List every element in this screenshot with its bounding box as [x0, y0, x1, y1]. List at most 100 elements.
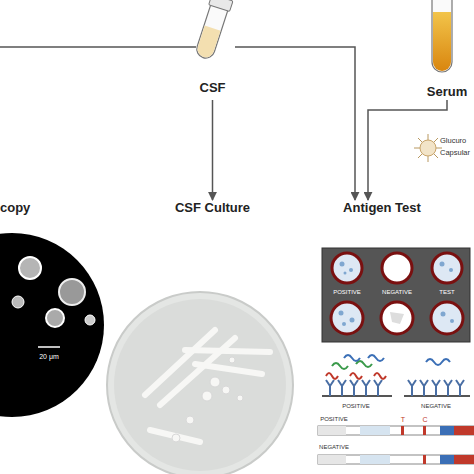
annotation-label: Glucuro — [440, 137, 466, 145]
streak — [185, 350, 270, 352]
petri-dish — [107, 292, 293, 474]
detection-antibody — [344, 355, 384, 361]
conjugate-pad — [360, 455, 390, 464]
lateral-flow-strips — [318, 426, 474, 464]
well — [331, 302, 363, 334]
spike — [418, 138, 438, 158]
control-line — [423, 455, 426, 464]
colony — [202, 391, 212, 401]
strip — [318, 426, 474, 435]
diagram-node: Antigen Test — [312, 200, 452, 474]
diagram-node: CSF — [190, 0, 235, 100]
colonies — [172, 357, 243, 442]
strip — [318, 455, 474, 464]
conjugate-pad — [360, 426, 390, 435]
annotation-label: POSITIVE — [333, 289, 361, 295]
well — [381, 302, 413, 334]
agglutination-card — [322, 248, 470, 342]
colony — [172, 434, 180, 442]
control-line — [423, 426, 426, 435]
node-title: CSF — [190, 80, 235, 95]
colony — [210, 377, 220, 387]
branch-line — [0, 46, 196, 48]
well — [332, 253, 362, 283]
colony-streaks — [145, 330, 270, 442]
colony — [237, 395, 243, 401]
well — [382, 253, 412, 283]
tube-glass — [194, 4, 227, 60]
node-title: copy — [0, 200, 110, 215]
absorbent-pad — [454, 426, 474, 435]
annotation-label: POSITIVE — [342, 403, 370, 409]
clump — [342, 322, 346, 326]
diagram-node: CSF Culture — [110, 200, 315, 474]
unbound-antibody — [426, 359, 450, 365]
capture-antibodies — [408, 380, 464, 396]
smooth-spot — [390, 312, 404, 324]
annotation-label: TEST — [439, 289, 454, 295]
clump — [440, 262, 445, 267]
serum-tube — [432, 0, 452, 72]
clump — [441, 312, 446, 317]
clump — [339, 311, 344, 316]
annotation-label: NEGATIVE — [421, 403, 451, 409]
clump — [340, 262, 345, 267]
annotation-label: Capsular — [440, 149, 470, 157]
test-line — [401, 426, 404, 435]
yeast-cell — [59, 279, 85, 305]
flow-arrow — [235, 47, 355, 200]
csf-tube — [193, 0, 233, 61]
annotation-label: C — [422, 416, 427, 423]
spike — [418, 138, 438, 158]
colony — [229, 357, 235, 363]
annotation-label: POSITIVE — [320, 416, 348, 422]
annotation-label: NEGATIVE — [319, 444, 349, 450]
diagram-node: copy — [0, 200, 110, 474]
plate-surface — [322, 395, 392, 397]
diagram-node: Serum — [420, 0, 474, 100]
clump — [450, 319, 454, 323]
colony — [222, 386, 230, 394]
absorbent-pad — [440, 426, 454, 435]
yeast-cell — [12, 296, 24, 308]
flow-arrow — [368, 100, 447, 200]
streak — [150, 430, 200, 442]
capsule-body — [420, 140, 436, 156]
capsule-icon — [414, 134, 442, 162]
clump — [449, 268, 453, 272]
capture-antibodies — [326, 380, 382, 396]
csf-liquid — [195, 26, 220, 60]
annotation-label: T — [401, 416, 405, 423]
yeast-cell — [46, 309, 64, 327]
scale-bar — [38, 346, 60, 348]
elisa-scheme — [322, 355, 470, 396]
absorbent-pad — [454, 455, 474, 464]
sample-pad — [318, 426, 346, 435]
microscope-field — [0, 233, 104, 417]
field-disc — [0, 233, 104, 417]
detection-antibody — [332, 361, 372, 369]
antigen — [326, 373, 386, 379]
flow-arrow — [212, 100, 214, 200]
absorbent-pad — [440, 455, 454, 464]
serum-liquid — [433, 12, 451, 71]
yeast-cell — [19, 257, 41, 279]
well — [431, 302, 463, 334]
tube-cap — [209, 0, 233, 12]
node-title: Antigen Test — [312, 200, 452, 215]
yeast-cell — [85, 315, 95, 325]
tube-glass — [432, 0, 452, 72]
streak — [195, 364, 262, 374]
dish-rim — [107, 292, 293, 474]
node-title: Serum — [420, 84, 474, 99]
well — [432, 253, 462, 283]
clump — [349, 268, 353, 272]
node-title: CSF Culture — [110, 200, 315, 215]
wells — [331, 253, 463, 334]
card — [322, 248, 470, 342]
agar — [114, 299, 286, 471]
